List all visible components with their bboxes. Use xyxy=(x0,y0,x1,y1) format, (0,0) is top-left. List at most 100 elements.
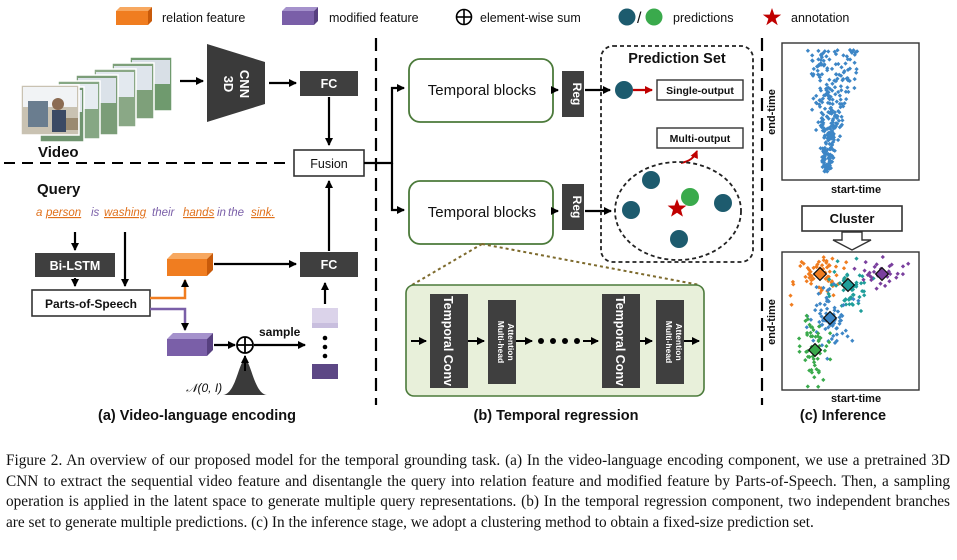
scatter-point xyxy=(826,339,832,345)
cnn-label-3d: 3D xyxy=(221,76,236,93)
scatter-point xyxy=(819,314,824,319)
scatter-point xyxy=(831,281,836,287)
scatter-point xyxy=(830,131,835,136)
scatter-point xyxy=(856,298,861,303)
scatter-point xyxy=(832,148,837,153)
scatter-point xyxy=(815,331,821,336)
temporal-blocks-top-label: Temporal blocks xyxy=(428,82,536,99)
scatter-point xyxy=(837,281,843,286)
scatter-point xyxy=(814,303,819,308)
scatter-point xyxy=(788,293,793,298)
scatter-point xyxy=(811,360,817,365)
scatter-point xyxy=(833,264,839,269)
scatter-point xyxy=(863,259,868,265)
scatter-point xyxy=(837,321,842,326)
zoom-leader-right xyxy=(481,243,701,286)
scatter-point xyxy=(805,332,810,338)
scatter-point xyxy=(832,305,837,310)
scatter-point xyxy=(812,363,817,368)
cluster-center-marker xyxy=(840,277,856,293)
ellipsis-dot xyxy=(322,353,328,359)
query-word: a xyxy=(36,207,42,219)
query-sentence: a person is washing their hands in the s… xyxy=(36,207,275,219)
modified-feature-legend-label: modified feature xyxy=(329,11,419,25)
fusion-label: Fusion xyxy=(310,157,348,171)
scatter-point xyxy=(822,133,828,138)
relation-feature-legend-label: relation feature xyxy=(162,11,245,25)
scatter-point xyxy=(862,268,867,273)
scatter-point xyxy=(825,169,830,174)
scatter-point xyxy=(872,264,877,270)
normal-distribution-label: 𝒩(0, I) xyxy=(186,381,222,395)
annotation-legend-label: annotation xyxy=(791,11,849,25)
element-wise-sum-icon xyxy=(455,8,473,26)
bilstm-label: Bi-LSTM xyxy=(50,259,101,273)
scatter-point xyxy=(841,266,847,271)
cluster-center-marker xyxy=(807,342,823,358)
scatter-point xyxy=(845,272,850,277)
scatter-point xyxy=(862,280,867,285)
temporal-conv-label: Temporal Conv xyxy=(613,296,627,386)
prediction-dot xyxy=(670,230,688,248)
attention-label-line2: Attention xyxy=(674,323,684,360)
scatter-point xyxy=(823,149,829,154)
sampled-feature xyxy=(312,308,338,323)
scatter-point xyxy=(807,368,812,373)
scatter-point xyxy=(826,262,832,268)
scatter-point xyxy=(827,331,833,336)
sampled-feature xyxy=(312,364,338,379)
video-label: Video xyxy=(38,144,79,161)
multi-output-box xyxy=(656,127,744,149)
panel-a-caption: (a) Video-language encoding xyxy=(98,408,296,424)
scatter-point xyxy=(845,334,850,339)
query-word: their xyxy=(152,207,176,219)
scatter-point xyxy=(808,269,813,274)
scatter-point xyxy=(810,325,815,330)
scatter-point xyxy=(804,279,809,284)
video-frame-front xyxy=(20,84,80,136)
scatter-point xyxy=(818,335,823,341)
annotation-star xyxy=(667,199,687,217)
scatter-point xyxy=(874,286,879,291)
scatter-point xyxy=(809,278,814,283)
query-label: Query xyxy=(37,181,81,198)
bilstm-box xyxy=(35,253,115,277)
scatter-point xyxy=(827,141,832,147)
scatter-point xyxy=(798,263,803,269)
panel-c-caption: (c) Inference xyxy=(800,408,886,424)
scatter-point xyxy=(822,145,828,151)
scatter-point xyxy=(808,281,814,286)
scatter-point xyxy=(835,259,840,264)
scatter-point xyxy=(880,254,885,260)
temporal-blocks-bottom-label: Temporal blocks xyxy=(428,204,536,221)
legend: relation feature modified feature elemen… xyxy=(116,7,849,27)
relation-feature-block xyxy=(167,253,213,276)
multi-prediction-ellipse xyxy=(614,161,742,261)
temporal-conv-box xyxy=(430,294,468,388)
scatter-point xyxy=(805,384,810,389)
scatter-point xyxy=(869,275,874,280)
cluster-center-marker xyxy=(822,310,838,326)
query-word-highlight: hands xyxy=(183,207,215,219)
scatter-point xyxy=(822,127,827,132)
element-wise-sum-node-icon xyxy=(236,336,254,354)
query-word-highlight: washing xyxy=(104,207,147,219)
scatter-point xyxy=(831,137,837,143)
sample-label: sample xyxy=(259,325,301,339)
query-word-highlight: sink. xyxy=(251,207,275,219)
arrow-fusion-top-branch xyxy=(364,84,405,165)
scatter-point xyxy=(835,137,841,143)
scatter-point xyxy=(817,311,823,316)
cluster-box xyxy=(801,205,903,232)
scatter-point xyxy=(827,134,833,140)
scatter-point xyxy=(832,269,837,275)
modified-feature-legend-swatch xyxy=(282,7,318,25)
scatter-point xyxy=(808,330,813,335)
scatter-point xyxy=(837,134,843,139)
scatter-point xyxy=(854,284,859,289)
scatter-point xyxy=(900,271,906,277)
fc-top-label: FC xyxy=(321,77,338,91)
scatter-point xyxy=(849,301,855,307)
scatter-point xyxy=(828,152,833,157)
prediction-set-box xyxy=(600,45,754,263)
